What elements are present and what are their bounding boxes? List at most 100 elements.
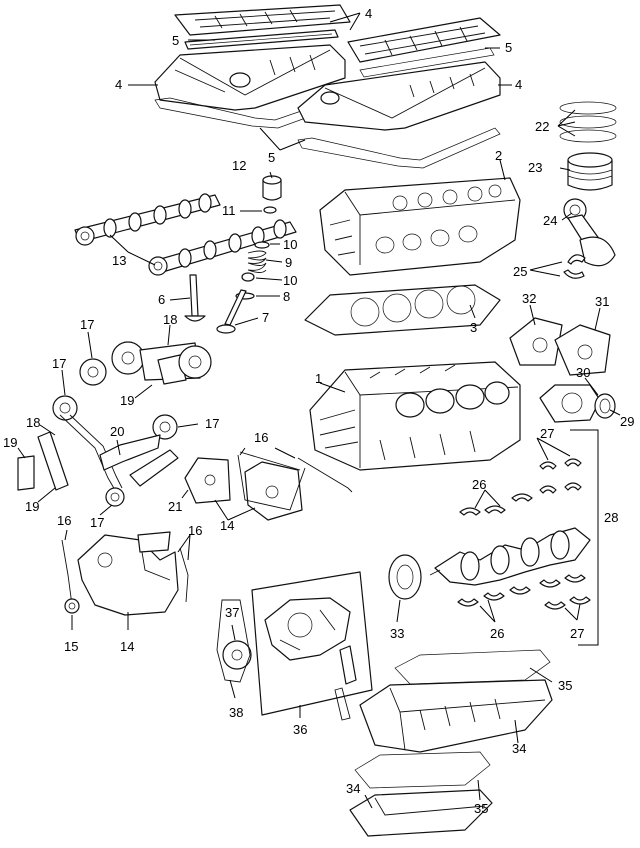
- callout-34-lower: 34: [346, 781, 360, 796]
- callout-3: 3: [470, 320, 477, 335]
- callout-16-left: 16: [57, 513, 71, 528]
- valve-cover-left-top: [174, 4, 351, 36]
- connecting-rod: [563, 198, 616, 267]
- oil-pan-lower: [349, 789, 493, 837]
- callout-17-top: 17: [80, 317, 94, 332]
- cover-gaskets: [61, 539, 189, 606]
- chain-guide-center: [99, 434, 161, 471]
- valve-shim: [263, 206, 277, 214]
- callout-6: 6: [158, 292, 165, 307]
- callout-35-lower: 35: [474, 801, 488, 816]
- callout-19-left: 19: [3, 435, 17, 450]
- front-crank-seal: [64, 598, 80, 614]
- piston: [567, 152, 613, 191]
- callout-2: 2: [495, 148, 502, 163]
- callout-labels: 4 5 5 4 4 5 2 22 23 24 25 12 11 13 10 9 …: [3, 6, 634, 816]
- callout-5-top-left: 5: [172, 33, 179, 48]
- front-timing-cover: [77, 531, 179, 616]
- intake-valve: [184, 274, 206, 322]
- chain-tensioner-rail: [129, 449, 179, 487]
- timing-cover-left-upper: [509, 317, 563, 366]
- head-gasket: [304, 284, 501, 336]
- oil-pan-gasket-upper: [394, 649, 551, 685]
- oil-pan-upper: [359, 679, 553, 753]
- callout-37: 37: [225, 605, 239, 620]
- camshaft-upper: [74, 193, 221, 246]
- callout-9: 9: [285, 255, 292, 270]
- valve-keeper: [254, 241, 270, 249]
- oil-pump-box: [251, 571, 373, 716]
- crank-pulley-hub: [388, 554, 422, 600]
- timing-cover-inner: [244, 461, 303, 521]
- callout-10-upper: 10: [283, 237, 297, 252]
- valve-cover-left: [154, 44, 346, 111]
- valve-seal: [241, 272, 255, 282]
- engine-block: [309, 361, 521, 471]
- callout-7: 7: [262, 310, 269, 325]
- callout-4-left: 4: [115, 77, 122, 92]
- callout-19-center: 19: [120, 393, 134, 408]
- callout-4-right: 4: [515, 77, 522, 92]
- callout-17-bottom: 17: [90, 515, 104, 530]
- callout-26-top: 26: [472, 477, 486, 492]
- callout-11: 11: [222, 203, 236, 218]
- valve-cover-right-top: [347, 17, 501, 63]
- callout-27-bottom: 27: [570, 626, 584, 641]
- rear-main-seal: [594, 393, 616, 419]
- main-bearings-lower: [457, 574, 591, 610]
- callout-16-center: 16: [254, 430, 268, 445]
- callout-25: 25: [513, 264, 527, 279]
- callout-33: 33: [390, 626, 404, 641]
- callout-18-left: 18: [26, 415, 40, 430]
- main-bearings-upper: [459, 458, 582, 516]
- callout-38: 38: [229, 705, 243, 720]
- oil-pump-sprocket: [222, 640, 252, 670]
- gaskets-16: [237, 451, 353, 511]
- cam-sprocket-left: [79, 358, 107, 386]
- cam-sprocket-right: [152, 414, 178, 440]
- vanos-unit: [111, 341, 212, 385]
- oil-pump-chain: [216, 599, 251, 683]
- callout-12: 12: [232, 158, 246, 173]
- oil-pan-gasket-lower: [354, 751, 491, 789]
- camshaft-lower: [148, 219, 297, 276]
- exhaust-valve: [216, 289, 247, 334]
- callout-8: 8: [283, 289, 290, 304]
- callout-19-lower: 19: [25, 499, 39, 514]
- valve-cover-gasket-right: [297, 127, 501, 169]
- callout-14-center: 14: [220, 518, 234, 533]
- timing-cover-right-upper: [554, 324, 611, 376]
- callout-22: 22: [535, 119, 549, 134]
- callout-17-left: 17: [52, 356, 66, 371]
- callout-4-top: 4: [365, 6, 372, 21]
- callout-17-right: 17: [205, 416, 219, 431]
- callout-18-top: 18: [163, 312, 177, 327]
- callout-26-bottom: 26: [490, 626, 504, 641]
- callout-35-upper: 35: [558, 678, 572, 693]
- piston-rings: [559, 101, 617, 143]
- callout-23: 23: [528, 160, 542, 175]
- rod-bearings: [563, 254, 586, 279]
- chain-tensioner-left: [17, 455, 35, 491]
- callout-14-bottom: 14: [120, 639, 134, 654]
- callout-5-bottom: 5: [268, 150, 275, 165]
- chain-guide-left: [37, 431, 69, 491]
- callout-21: 21: [168, 499, 182, 514]
- cam-sprocket-lower-left: [52, 395, 78, 421]
- callout-27-top: 27: [540, 426, 554, 441]
- valve-spring: [247, 250, 267, 273]
- oil-pump: [264, 597, 357, 721]
- cylinder-head: [319, 177, 521, 276]
- timing-guide-bracket: [184, 457, 231, 504]
- callout-28: 28: [604, 510, 618, 525]
- leader-lines: [17, 12, 621, 809]
- callout-36: 36: [293, 722, 307, 737]
- callout-5-top-right: 5: [505, 40, 512, 55]
- callout-29: 29: [620, 414, 634, 429]
- valve-cover-gasket-right-top: [359, 47, 495, 78]
- callout-10-lower: 10: [283, 273, 297, 288]
- rear-seal-housing: [539, 384, 601, 423]
- callout-1: 1: [315, 371, 322, 386]
- crank-sprocket: [105, 487, 125, 507]
